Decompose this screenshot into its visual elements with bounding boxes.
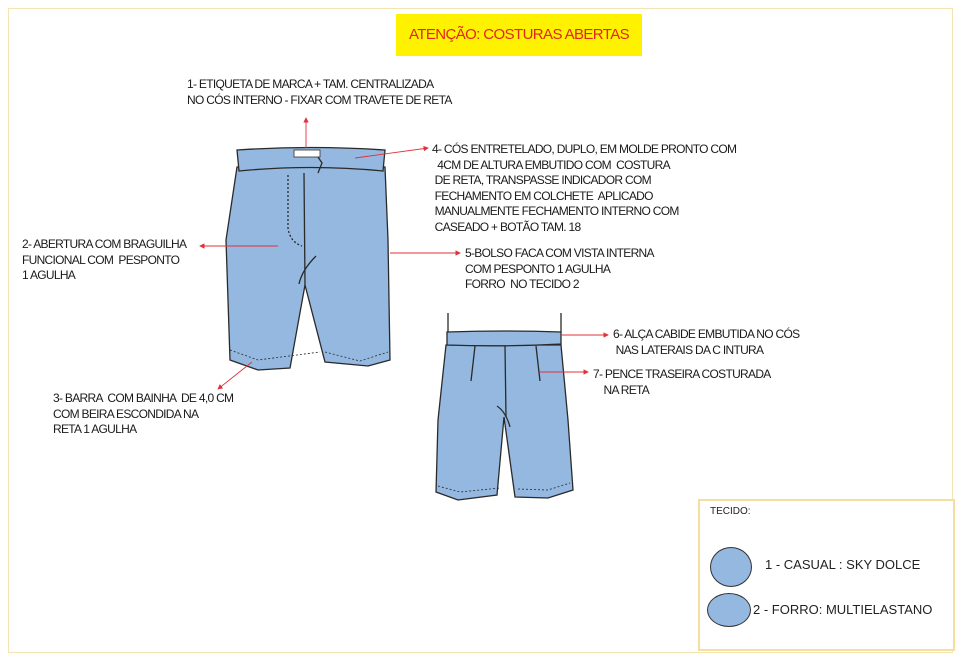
fabric-swatch-2 (707, 593, 751, 627)
fabric-swatch-1 (710, 547, 752, 587)
fabric-legend: TECIDO: 1 - CASUAL : SKY DOLCE 2 - FORRO… (698, 499, 955, 651)
legend-title: TECIDO: (710, 506, 751, 517)
fabric-label-2: 2 - FORRO: MULTIELASTANO (753, 602, 933, 617)
note-pocket: 5-BOLSO FACA COM VISTA INTERNA COM PESPO… (465, 246, 655, 291)
warning-banner: ATENÇÃO: COSTURAS ABERTAS (396, 14, 642, 56)
note-hanger-loop: 6- ALÇA CABIDE EMBUTIDA NO CÓS NAS LATER… (613, 327, 800, 357)
back-shorts (435, 313, 574, 501)
page-frame (8, 8, 953, 653)
note-hem: 3- BARRA COM BAINHA DE 4,0 CM COM BEIRA … (53, 391, 234, 436)
front-shorts (225, 146, 391, 371)
note-dart: 7- PENCE TRASEIRA COSTURADA NA RETA (593, 367, 771, 397)
note-fly: 2- ABERTURA COM BRAGUILHA FUNCIONAL COM … (22, 237, 187, 282)
fabric-label-1: 1 - CASUAL : SKY DOLCE (765, 557, 921, 572)
note-waistband: 4- CÓS ENTRETELADO, DUPLO, EM MOLDE PRON… (432, 142, 737, 234)
note-label: 1- ETIQUETA DE MARCA + TAM. CENTRALIZADA… (187, 77, 452, 107)
callout-arrows (199, 117, 609, 390)
